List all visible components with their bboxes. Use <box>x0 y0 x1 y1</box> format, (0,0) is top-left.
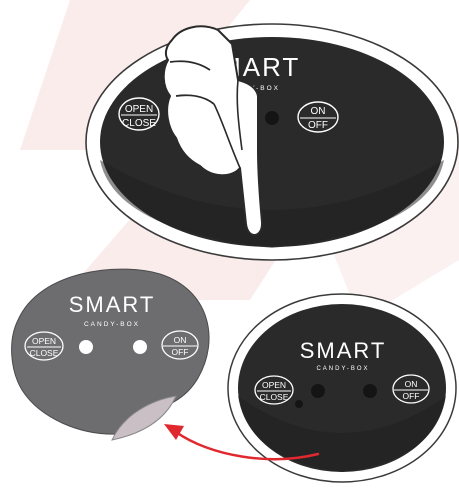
top-open-label: OPEN <box>125 104 153 115</box>
sticker-open-label: OPEN <box>32 336 56 346</box>
top-off-label: OFF <box>308 120 328 131</box>
sticker-panel: SMART CANDY-BOX OPEN CLOSE ON OFF <box>12 269 209 440</box>
base-close-label: CLOSE <box>260 392 289 402</box>
base-on-label: ON <box>405 379 418 389</box>
base-off-label: OFF <box>403 391 420 401</box>
base-brand: SMART <box>300 338 387 363</box>
sticker-subbrand: CANDY-BOX <box>84 321 140 328</box>
sticker-on-label: ON <box>174 335 187 345</box>
base-open-label: OPEN <box>262 380 286 390</box>
sticker-hole-left <box>79 340 93 354</box>
top-close-label: CLOSE <box>122 118 156 129</box>
base-led-right <box>363 384 377 398</box>
sticker-hole-right <box>133 340 147 354</box>
top-indicator-light <box>265 111 279 125</box>
base-control-panel: SMART CANDY-BOX OPEN CLOSE ON OFF <box>228 294 456 482</box>
sticker-brand: SMART <box>69 292 156 317</box>
sticker-close-label: CLOSE <box>30 348 59 358</box>
top-control-panel: SMART CANDY-BOX OPEN CLOSE ON OFF <box>86 24 458 260</box>
base-led-small <box>295 400 303 408</box>
sticker-off-label: OFF <box>172 347 189 357</box>
base-led-left <box>311 384 325 398</box>
top-on-label: ON <box>311 106 326 117</box>
base-subbrand: CANDY-BOX <box>316 366 369 372</box>
